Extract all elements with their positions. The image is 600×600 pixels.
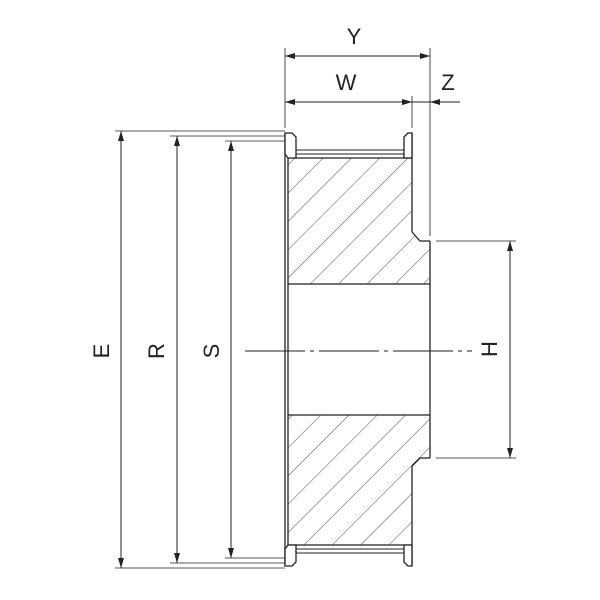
- top-right-flange: [403, 132, 413, 159]
- arrow-H-top: [507, 241, 513, 251]
- arrow-E-top: [118, 131, 124, 141]
- arrow-R-top: [174, 136, 180, 146]
- label-E: E: [89, 344, 114, 359]
- flanges: [284, 132, 413, 567]
- extension-lines: [115, 48, 516, 569]
- bottom-right-flange: [403, 544, 413, 567]
- label-H: H: [477, 341, 502, 357]
- label-W: W: [336, 70, 357, 95]
- upper-hatched-section: [288, 158, 430, 284]
- bottom-left-flange: [284, 544, 297, 567]
- label-Y: Y: [347, 24, 362, 49]
- arrow-S-bottom: [228, 548, 234, 558]
- dimension-lines: [118, 53, 513, 568]
- pulley-body-outline: [284, 133, 431, 566]
- arrow-H-bottom: [507, 448, 513, 458]
- label-S: S: [199, 344, 224, 359]
- arrow-Z-left: [402, 99, 412, 105]
- arrow-W-left: [285, 99, 295, 105]
- arrow-S-top: [228, 141, 234, 151]
- label-R: R: [144, 343, 169, 359]
- arrow-Z-right: [430, 99, 440, 105]
- lower-hatched-section: [288, 415, 430, 545]
- arrow-E-bottom: [118, 558, 124, 568]
- arrow-R-bottom: [174, 553, 180, 563]
- arrow-Y-left: [285, 53, 295, 59]
- label-Z: Z: [441, 70, 454, 95]
- dimension-labels: E R S H Y W Z: [89, 24, 502, 359]
- hatched-sections: [288, 158, 430, 545]
- tooth-lines: [296, 149, 404, 554]
- arrow-Y-right: [420, 53, 430, 59]
- top-left-flange: [284, 132, 297, 159]
